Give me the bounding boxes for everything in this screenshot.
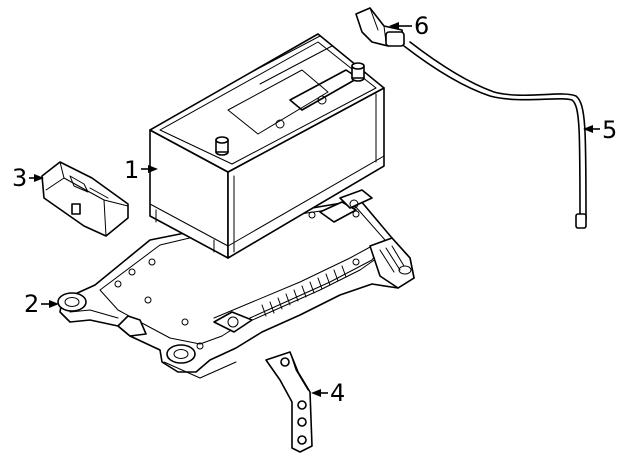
callout-1: 1 (124, 156, 158, 184)
callout-label-4: 4 (330, 379, 345, 407)
terminal-cover (41, 161, 129, 237)
callout-label-3: 3 (12, 164, 27, 192)
elbow-fitting (355, 7, 405, 47)
callout-5: 5 (583, 116, 617, 144)
bracket (265, 351, 313, 453)
battery (149, 33, 385, 259)
callout-3: 3 (12, 164, 44, 192)
battery-tray (57, 189, 415, 379)
vent-hose (403, 41, 587, 229)
callout-label-2: 2 (24, 290, 39, 318)
callout-label-6: 6 (414, 12, 429, 40)
callout-4: 4 (311, 379, 345, 407)
callouts: 1 2 3 4 5 6 (12, 12, 617, 407)
callout-2: 2 (24, 290, 59, 318)
callout-6: 6 (389, 12, 429, 40)
callout-label-1: 1 (124, 156, 139, 184)
callout-label-5: 5 (602, 116, 617, 144)
